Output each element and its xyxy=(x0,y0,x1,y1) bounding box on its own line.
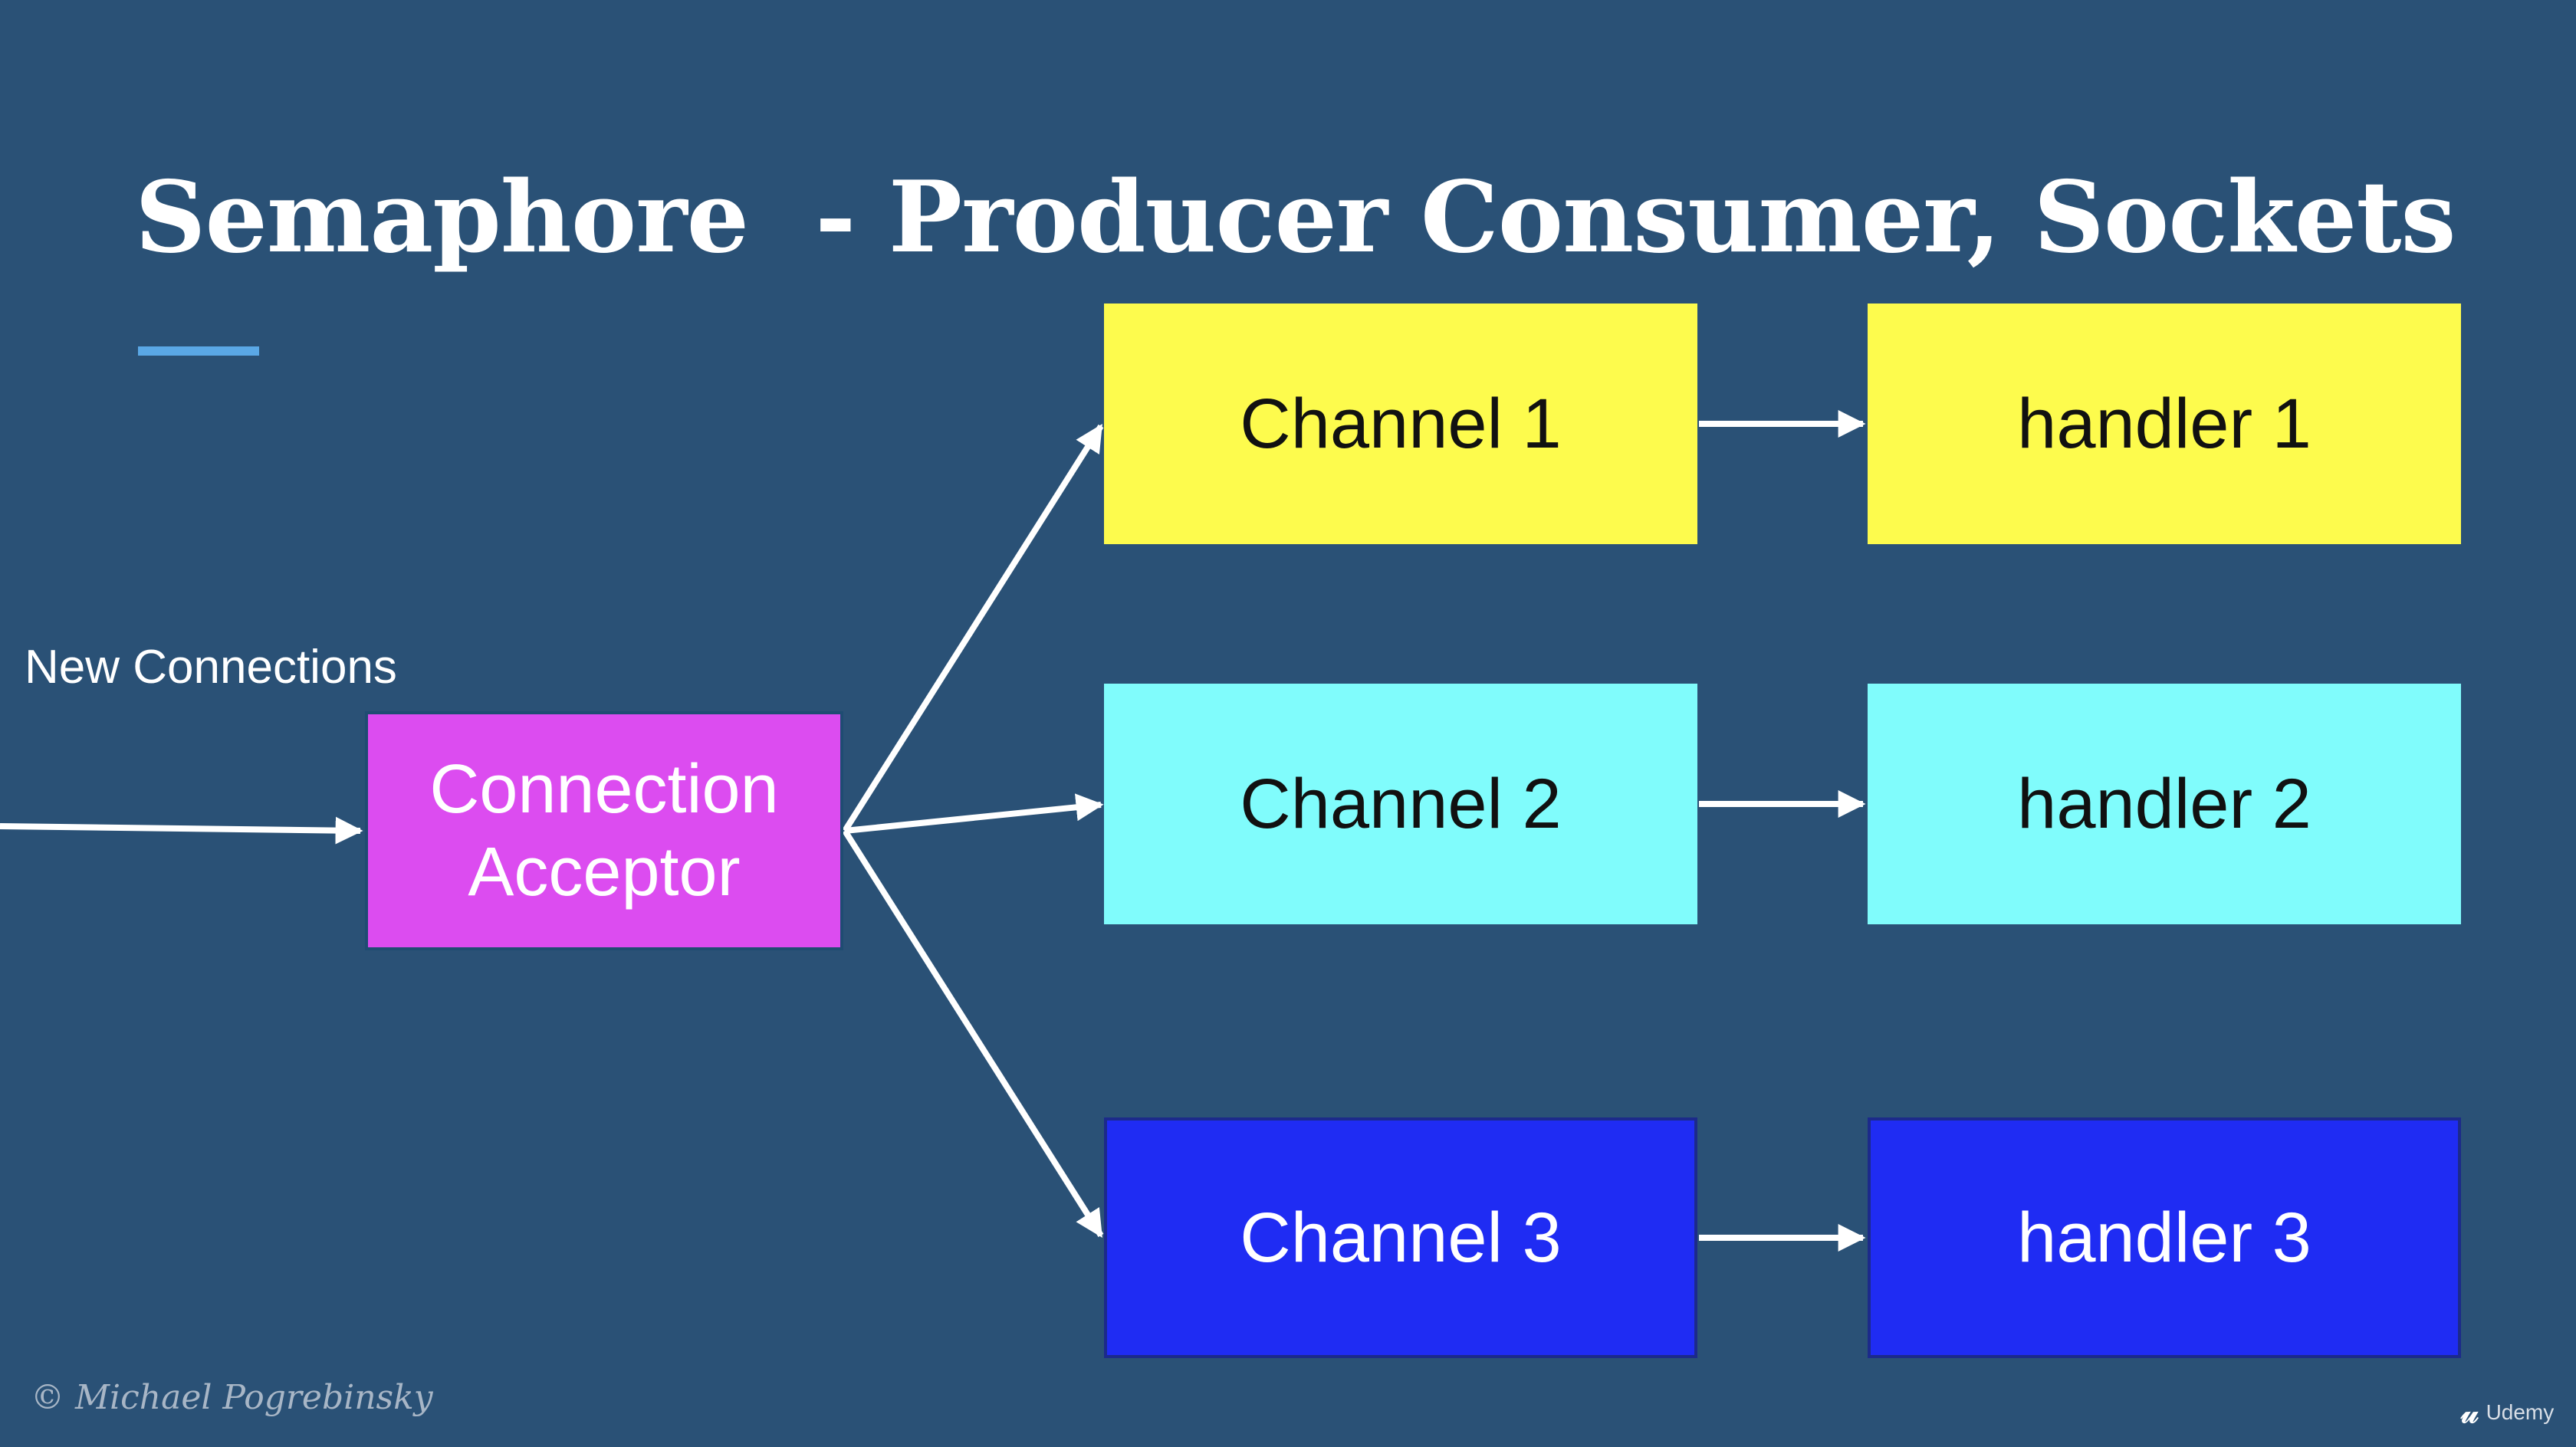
channel-1-box: Channel 1 xyxy=(1104,304,1697,544)
channel-1-label: Channel 1 xyxy=(1240,384,1562,463)
handler-2-box: handler 2 xyxy=(1868,684,2461,924)
handler-3-box: handler 3 xyxy=(1868,1117,2461,1358)
acceptor-label-line-1: Connection xyxy=(429,751,779,828)
arrow-acceptor-to-channel-1 xyxy=(842,423,1104,833)
title-underline xyxy=(138,346,259,356)
udemy-label: Udemy xyxy=(2486,1400,2555,1424)
handler-1-label: handler 1 xyxy=(2017,384,2312,463)
arrow-acceptor-to-channel-2 xyxy=(844,793,1104,834)
handler-1-box: handler 1 xyxy=(1868,304,2461,544)
handler-2-label: handler 2 xyxy=(2017,764,2312,843)
channel-3-box: Channel 3 xyxy=(1104,1117,1697,1358)
udemy-logo-icon: 𝓊 xyxy=(2461,1395,2479,1430)
slide-title: Semaphore - Producer Consumer, Sockets xyxy=(135,160,2456,275)
acceptor-label-line-2: Acceptor xyxy=(468,834,741,911)
new-connections-label: New Connections xyxy=(25,641,397,694)
channel-2-box: Channel 2 xyxy=(1104,684,1697,924)
handler-3-label: handler 3 xyxy=(2017,1198,2312,1277)
udemy-watermark: 𝓊 Udemy xyxy=(2461,1395,2554,1430)
connection-acceptor-box: Connection Acceptor xyxy=(365,711,843,950)
author-credit: © Michael Pogrebinsky xyxy=(31,1378,433,1417)
arrow-acceptor-to-channel-3 xyxy=(842,828,1104,1239)
channel-2-label: Channel 2 xyxy=(1240,764,1562,843)
arrow-input-to-acceptor xyxy=(0,816,363,845)
channel-3-label: Channel 3 xyxy=(1240,1198,1562,1277)
